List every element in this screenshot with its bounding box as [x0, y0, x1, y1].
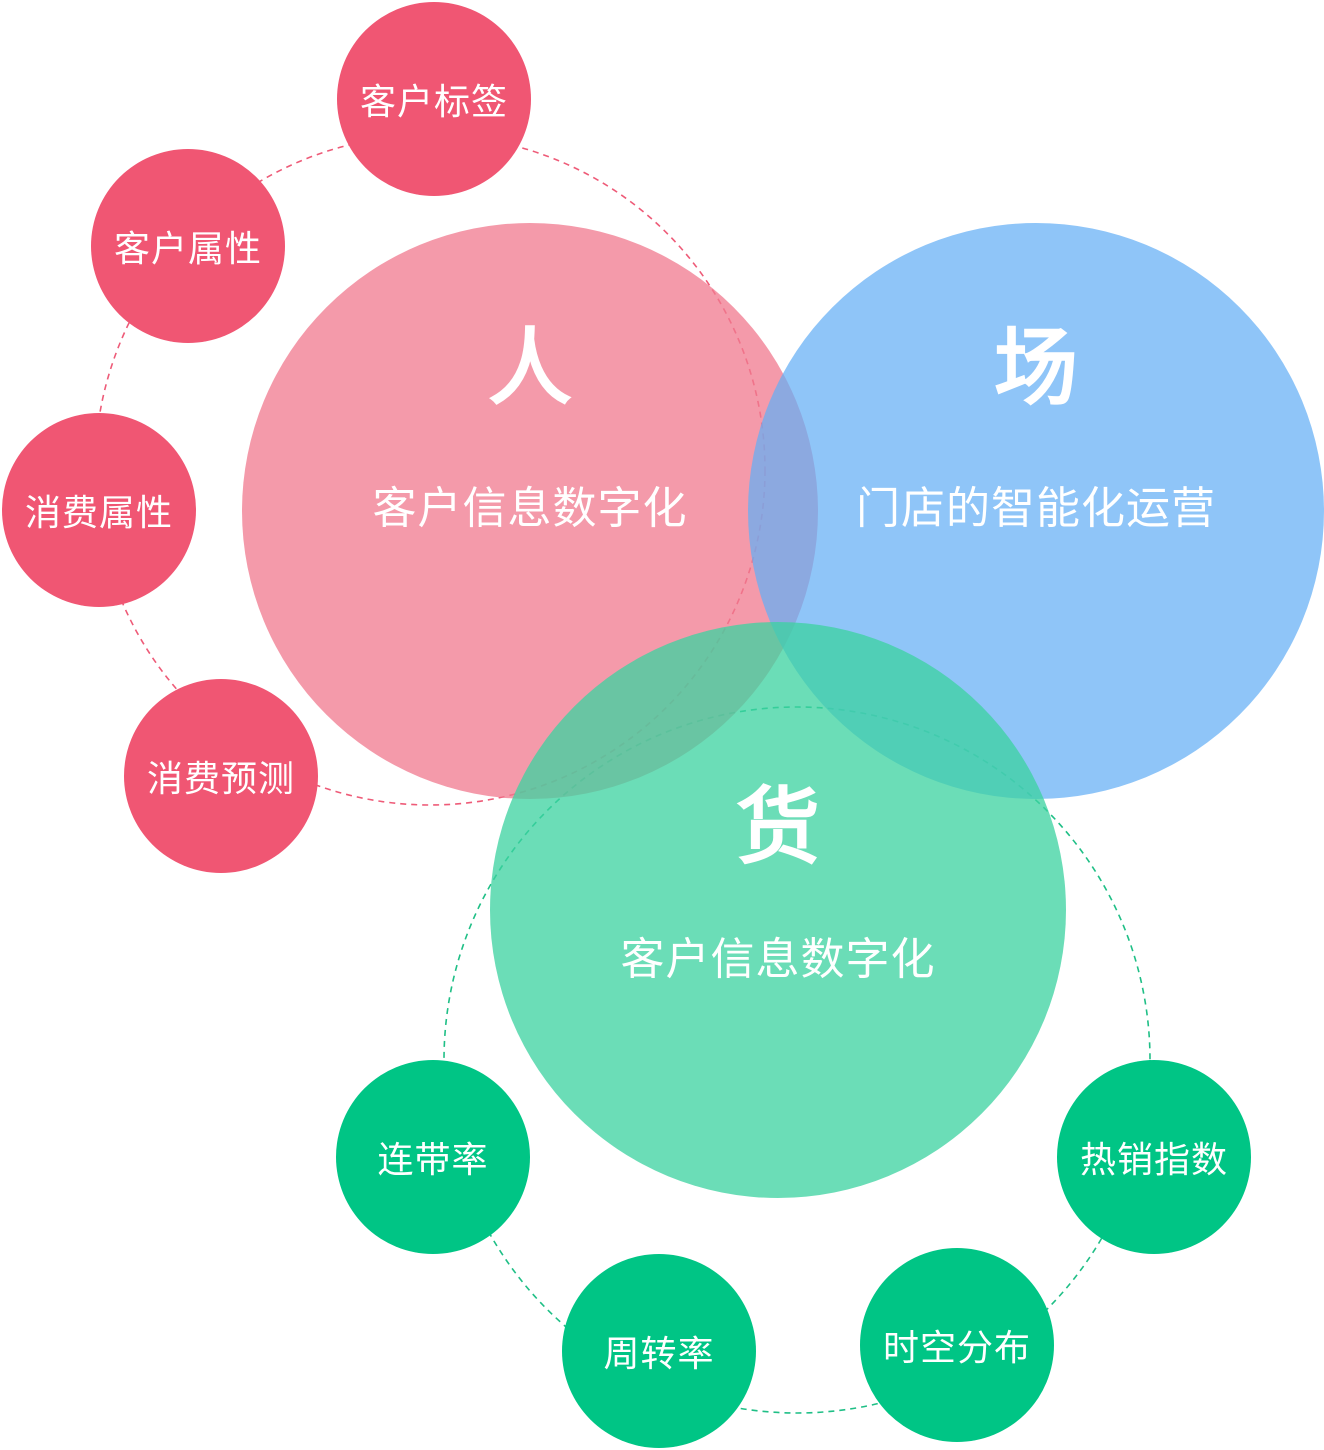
satellite-consumption-attributes: 消费属性 — [2, 413, 196, 607]
satellite-customer-attributes: 客户属性 — [91, 149, 285, 343]
satellite-hot-sales-index: 热销指数 — [1057, 1060, 1251, 1254]
circle-chang-title: 场 — [993, 319, 1078, 417]
circle-huo: 货 客户信息数字化 — [490, 622, 1066, 1198]
circle-ren-title: 人 — [487, 319, 572, 417]
satellite-consumption-forecast: 消费预测 — [124, 679, 318, 873]
satellite-turnover-rate: 周转率 — [562, 1254, 756, 1448]
circle-chang-subtitle: 门店的智能化运营 — [856, 483, 1216, 534]
satellite-spatiotemporal-distribution: 时空分布 — [860, 1248, 1054, 1442]
circle-ren-subtitle: 客户信息数字化 — [372, 483, 688, 534]
satellite-customer-tags: 客户标签 — [337, 2, 531, 196]
satellite-attach-rate: 连带率 — [336, 1060, 530, 1254]
circle-huo-title: 货 — [735, 778, 820, 876]
circle-huo-subtitle: 客户信息数字化 — [620, 934, 936, 985]
